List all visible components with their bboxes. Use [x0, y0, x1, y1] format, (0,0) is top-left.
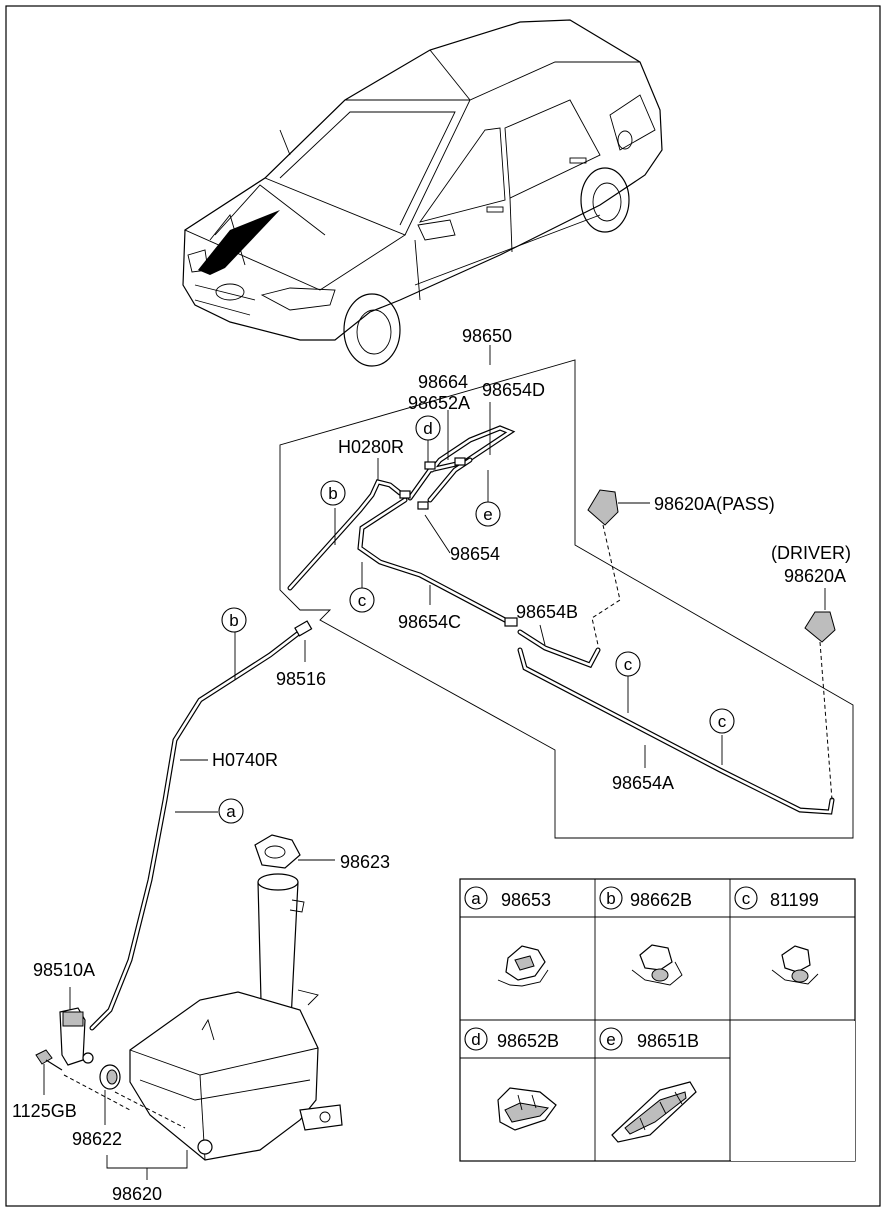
svg-text:b: b [229, 611, 238, 630]
svg-text:81199: 81199 [770, 890, 819, 910]
reservoir-cap [254, 834, 335, 869]
label-nozzle-driver: 98620A [784, 566, 846, 586]
svg-text:a: a [226, 802, 236, 821]
svg-text:c: c [718, 712, 727, 731]
svg-text:e: e [606, 1030, 615, 1049]
lower-hose-h0740r [89, 620, 313, 1031]
label-bolt: 1125GB [12, 1101, 77, 1121]
label-nozzle-pass: 98620A(PASS) [654, 494, 775, 514]
car-illustration [182, 19, 663, 367]
label-hose-98654c: 98654C [398, 612, 461, 632]
label-assembly: 98650 [462, 326, 512, 346]
svg-text:c: c [742, 889, 751, 908]
bolt [35, 1049, 63, 1095]
callout-a: a [218, 798, 244, 824]
washer-pump [59, 987, 94, 1066]
svg-text:98662B: 98662B [630, 890, 692, 910]
legend-cell-c: c 81199 [734, 886, 819, 985]
clip-icon-e [611, 1081, 697, 1143]
label-hose-98654d: 98654D [482, 380, 545, 400]
callout-b-upper: b [320, 480, 346, 506]
callout-b-lower: b [221, 607, 247, 633]
label-check-valve: 98516 [276, 669, 326, 689]
callout-c-upper: c [349, 587, 375, 613]
legend-cell-d: d 98652B [464, 1027, 559, 1131]
clip-icon-d [497, 1087, 557, 1131]
label-hose-98654a: 98654A [612, 773, 674, 793]
label-hose-h0280r: H0280R [338, 437, 404, 457]
diagram-frame [5, 5, 881, 1207]
label-hose-98654b: 98654B [516, 602, 578, 622]
callout-e: e [475, 501, 501, 527]
svg-text:d: d [471, 1030, 480, 1049]
callout-c-mid: c [615, 651, 641, 677]
label-hose-h0740r: H0740R [212, 750, 278, 770]
svg-text:c: c [358, 591, 367, 610]
svg-text:d: d [423, 419, 432, 438]
svg-text:c: c [624, 655, 633, 674]
label-grommet: 98622 [72, 1129, 122, 1149]
assembly-boundary [279, 359, 854, 839]
svg-text:98651B: 98651B [637, 1031, 699, 1051]
label-connector-98652a: 98652A [408, 393, 470, 413]
clip-icon-b [631, 944, 683, 986]
label-pump: 98510A [33, 960, 95, 980]
clip-icon-c [771, 945, 819, 985]
upper-hose-set [287, 425, 835, 815]
svg-text:98653: 98653 [501, 890, 551, 910]
svg-text:a: a [471, 889, 481, 908]
legend-cell-a: a 98653 [464, 886, 551, 987]
svg-text:e: e [483, 505, 492, 524]
label-connector-98654: 98654 [450, 544, 500, 564]
svg-text:b: b [606, 889, 615, 908]
washer-system-highlight [198, 210, 280, 275]
svg-text:b: b [328, 484, 337, 503]
label-driver-tag: (DRIVER) [771, 543, 851, 563]
callout-c-right: c [709, 708, 735, 734]
grommet [99, 1064, 121, 1125]
clip-icon-a [497, 945, 549, 987]
nozzle-driver [804, 588, 836, 801]
legend-cell-e: e 98651B [599, 1027, 699, 1143]
svg-text:98652B: 98652B [497, 1031, 559, 1051]
legend-cell-b: b 98662B [599, 886, 692, 986]
nozzle-pass [587, 489, 650, 646]
legend-table [459, 878, 856, 1162]
label-reservoir: 98620 [112, 1184, 162, 1204]
reservoir-tank [129, 873, 343, 1161]
callout-d-upper: d [415, 415, 441, 441]
label-clip-98664: 98664 [418, 372, 468, 392]
label-cap: 98623 [340, 852, 390, 872]
